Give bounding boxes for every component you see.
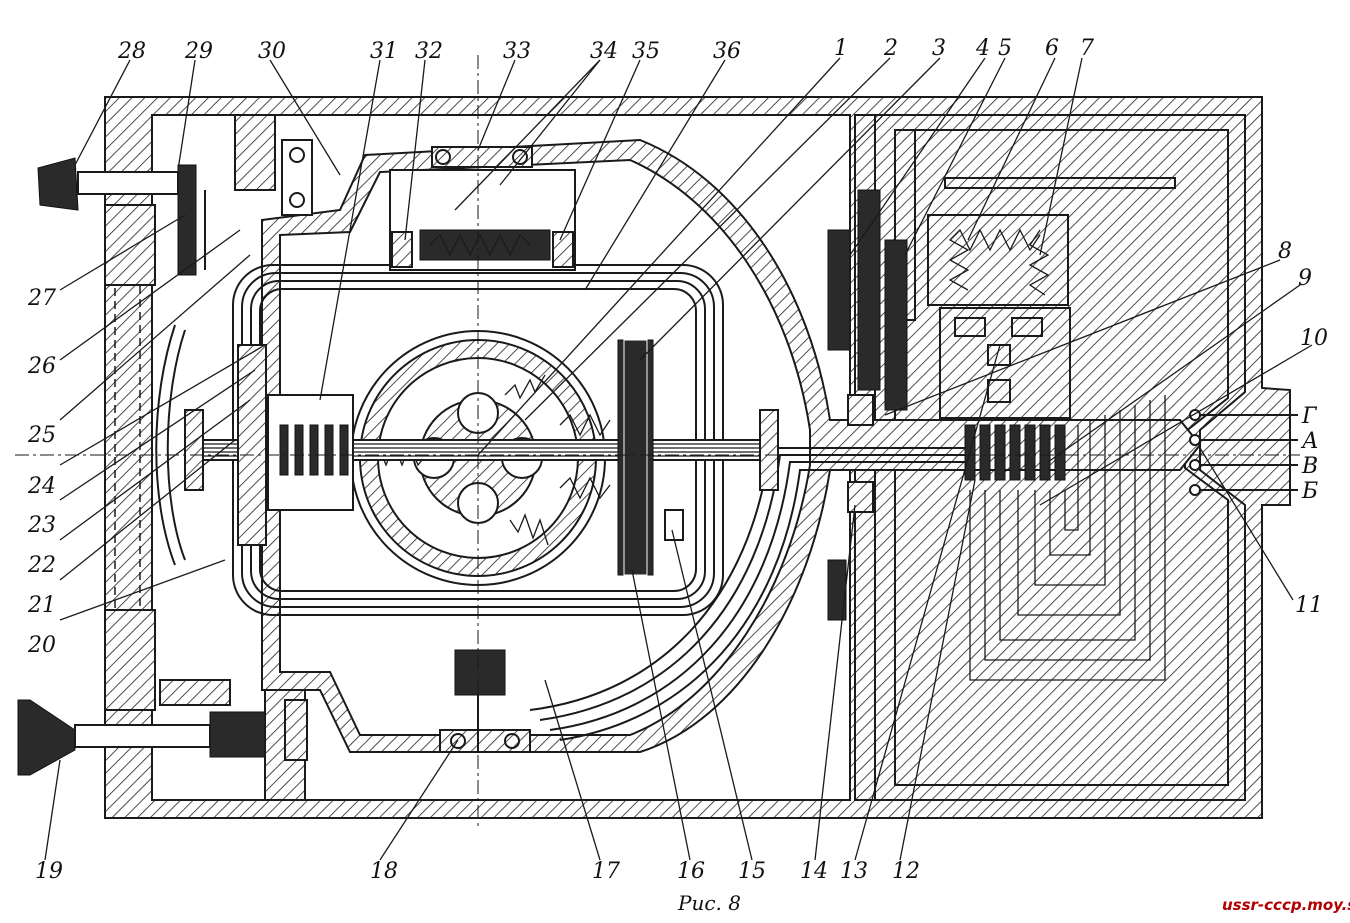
leader-lines xyxy=(44,57,1313,861)
vertical-disk xyxy=(617,339,684,576)
right-gear-wheels xyxy=(827,189,908,621)
part-label-14: 14 xyxy=(800,859,828,884)
part-label-36: 36 xyxy=(713,39,741,64)
terminal-wires xyxy=(1189,409,1298,496)
terminal-label-v: В xyxy=(1301,454,1318,479)
part-label-33: 33 xyxy=(503,39,531,64)
terminal-label-g: Г xyxy=(1301,404,1318,429)
part-label-18: 18 xyxy=(370,859,398,884)
bottom-knob-worm xyxy=(17,679,308,776)
part-label-27: 27 xyxy=(27,286,56,311)
part-label-29: 29 xyxy=(184,39,213,64)
part-label-32: 32 xyxy=(415,39,443,64)
terminal-label-a: А xyxy=(1300,429,1319,454)
part-label-34: 34 xyxy=(590,39,618,64)
center-lines xyxy=(15,55,1300,830)
gyro-rotor xyxy=(350,330,606,586)
part-label-11: 11 xyxy=(1295,593,1323,618)
wiring-arcs xyxy=(529,447,970,741)
part-label-7: 7 xyxy=(1080,36,1094,61)
bottom-bearing-assembly xyxy=(439,649,531,753)
part-label-30: 30 xyxy=(258,39,286,64)
relay-box xyxy=(927,177,1176,419)
part-label-1: 1 xyxy=(834,36,848,61)
terminal-label-b: Б xyxy=(1301,479,1318,504)
part-label-2: 2 xyxy=(883,36,898,61)
part-label-9: 9 xyxy=(1298,266,1312,291)
part-label-22: 22 xyxy=(27,553,56,578)
part-label-13: 13 xyxy=(840,859,868,884)
part-label-15: 15 xyxy=(738,859,766,884)
part-label-5: 5 xyxy=(998,36,1012,61)
part-label-10: 10 xyxy=(1300,326,1328,351)
left-slip-rings xyxy=(237,344,354,546)
part-label-20: 20 xyxy=(27,633,56,658)
part-label-3: 3 xyxy=(932,36,946,61)
figure-caption: Рис. 8 xyxy=(677,891,741,915)
part-label-31: 31 xyxy=(370,39,398,64)
right-wiring xyxy=(969,395,1166,681)
top-bearing-assembly xyxy=(389,146,576,271)
part-label-23: 23 xyxy=(27,513,56,538)
watermark: ussr-cccp.moy.su xyxy=(1222,896,1350,914)
right-commutator xyxy=(964,424,1066,481)
part-label-6: 6 xyxy=(1045,36,1059,61)
part-labels: 1 2 3 4 5 6 7 8 9 10 11 12 13 14 15 16 1… xyxy=(27,36,1328,884)
part-label-4: 4 xyxy=(975,36,990,61)
part-label-25: 25 xyxy=(27,423,56,448)
part-label-35: 35 xyxy=(632,39,660,64)
part-label-12: 12 xyxy=(892,859,920,884)
part-label-19: 19 xyxy=(35,859,63,884)
top-knob-gear xyxy=(37,157,206,276)
part-label-28: 28 xyxy=(117,39,146,64)
part-label-8: 8 xyxy=(1278,239,1292,264)
left-wall xyxy=(104,114,306,801)
part-label-16: 16 xyxy=(677,859,705,884)
upper-bearing-left xyxy=(281,139,313,216)
part-label-26: 26 xyxy=(27,354,56,379)
part-label-21: 21 xyxy=(27,593,56,618)
part-label-17: 17 xyxy=(592,859,620,884)
terminal-labels: Г А В Б xyxy=(1300,404,1319,504)
part-label-24: 24 xyxy=(27,474,56,499)
